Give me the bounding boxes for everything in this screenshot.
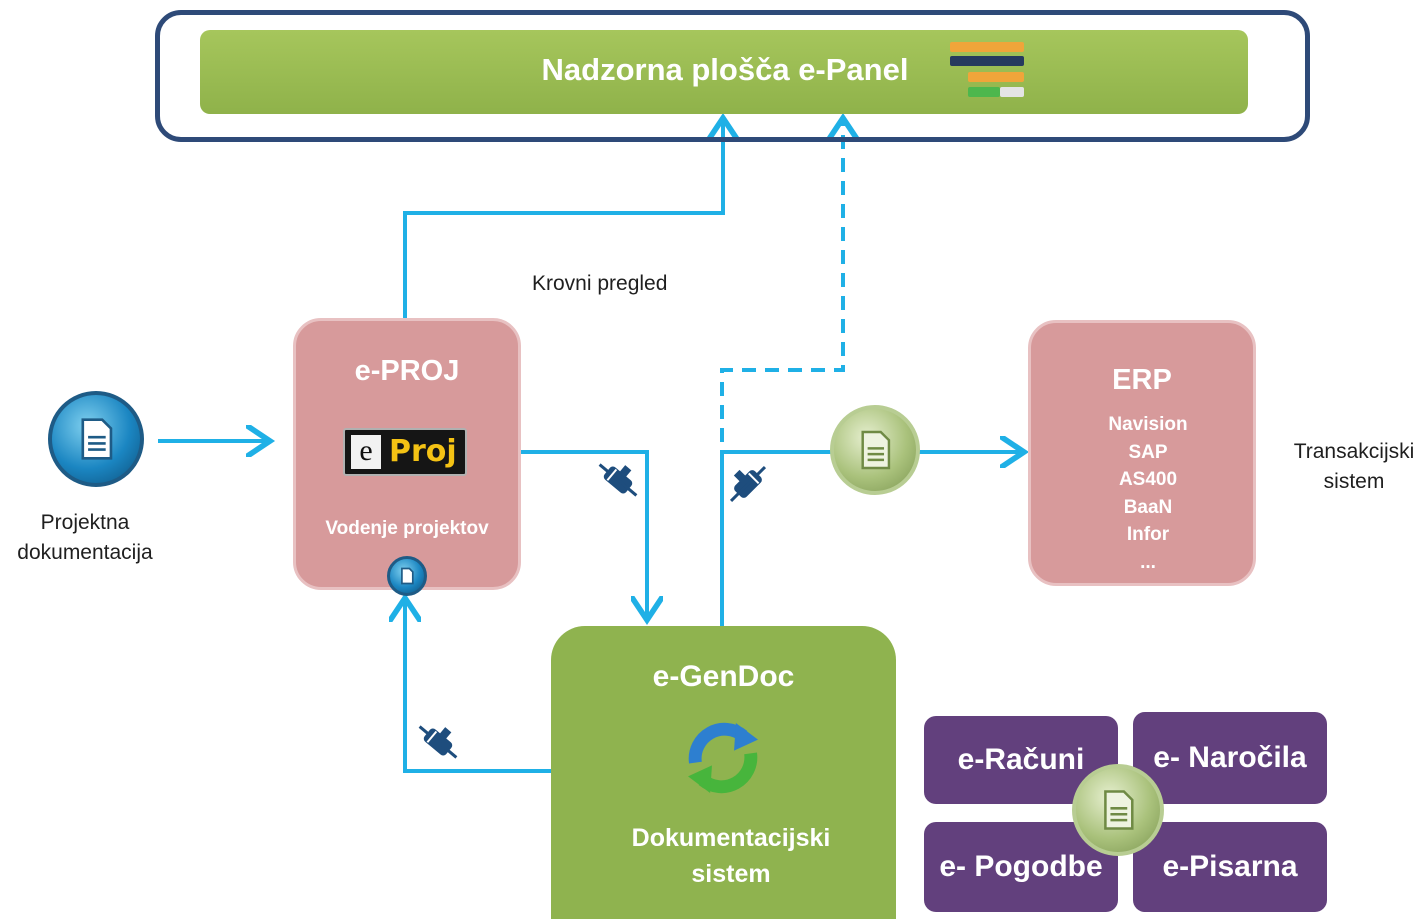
transaction-label: Transakcijski sistem	[1293, 440, 1415, 493]
erp-system: Infor	[1126, 524, 1170, 545]
gendoc-subtitle: Dokumentacijski sistem	[631, 824, 831, 888]
document-icon	[48, 391, 144, 487]
erp-system: Navision	[1108, 414, 1188, 435]
module-tile-narocila[interactable]: e- Naročila	[1133, 712, 1327, 804]
erp-system: ...	[1140, 551, 1156, 573]
module-tile-pisarna[interactable]: e-Pisarna	[1133, 822, 1327, 912]
document-icon	[1072, 764, 1164, 856]
project-docs-label: Projektna dokumentacija	[17, 511, 153, 564]
dashboard-bar	[200, 30, 1248, 114]
sync-arrows-icon	[677, 712, 769, 804]
document-icon	[387, 556, 427, 596]
erp-box[interactable]	[1028, 320, 1256, 586]
eproj-logo: e Proj	[343, 428, 467, 476]
overview-connector	[403, 118, 723, 318]
plug-icon	[598, 463, 638, 497]
erp-system: BaaN	[1123, 496, 1173, 518]
erp-title: ERP	[1112, 364, 1172, 396]
erp-system-list: Navision SAP AS400 BaaN Infor ...	[1028, 411, 1268, 576]
gendoc-box[interactable]	[551, 626, 896, 919]
document-icon	[830, 405, 920, 495]
eproj-title: e-PROJ	[354, 355, 460, 387]
stacked-bars-icon	[950, 42, 1026, 102]
erp-system: AS400	[1118, 469, 1178, 490]
gendoc-title: e-GenDoc	[652, 660, 795, 693]
overview-label: Krovni pregled	[532, 272, 668, 295]
erp-system: SAP	[1128, 441, 1168, 463]
plug-icon	[729, 465, 767, 503]
gendoc-dashboard-connector	[720, 118, 843, 626]
eproj-gendoc-connector	[521, 450, 647, 620]
dashboard-title: Nadzorna plošča e-Panel	[541, 52, 909, 87]
gendoc-eproj-connector	[405, 598, 551, 773]
dashboard-frame	[155, 10, 1310, 142]
gendoc-erp-connector	[720, 452, 1024, 626]
plug-icon	[418, 725, 458, 759]
eproj-subtitle: Vodenje projektov	[325, 518, 489, 539]
